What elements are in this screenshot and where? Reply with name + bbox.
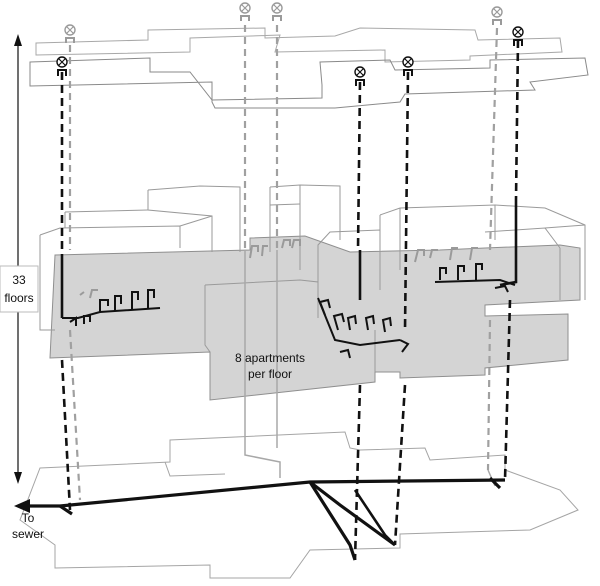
vent-cap-icon [354,66,366,86]
vent-cap-icon [512,26,524,46]
sewer-collector [28,476,506,561]
ground-outline [19,431,579,579]
vent-cap-icon [491,6,503,25]
sewer-arrow-icon [14,499,30,513]
arrow-down-icon [14,472,22,484]
vent-cap-icon [64,24,76,43]
vent-cap-icon [271,2,283,21]
fixture-drains-back [79,239,478,299]
floors-count-label: 33 [12,273,26,287]
roof-outline-back [35,27,563,63]
apartments-label-line2: per floor [248,367,292,381]
apartment-outlines [39,184,586,372]
vent-cap-icon [56,56,68,76]
apartments-label-line1: 8 apartments [235,351,305,365]
vent-cap-icon [239,2,251,21]
fixture-drains-front [62,263,516,359]
floor-slab [49,235,581,401]
arrow-up-icon [14,34,22,46]
sewer-label-line1: To [22,511,35,525]
vent-stacks-front [60,39,520,561]
vent-caps [56,2,524,86]
vent-cap-icon [402,56,414,76]
roof-outline-front [29,57,589,109]
floors-unit-label: floors [4,291,33,305]
sewer-label-line2: sewer [12,527,44,541]
floors-label-box [0,265,39,313]
floors-dimension-arrow [0,34,39,484]
vent-stacks-back [68,25,499,501]
